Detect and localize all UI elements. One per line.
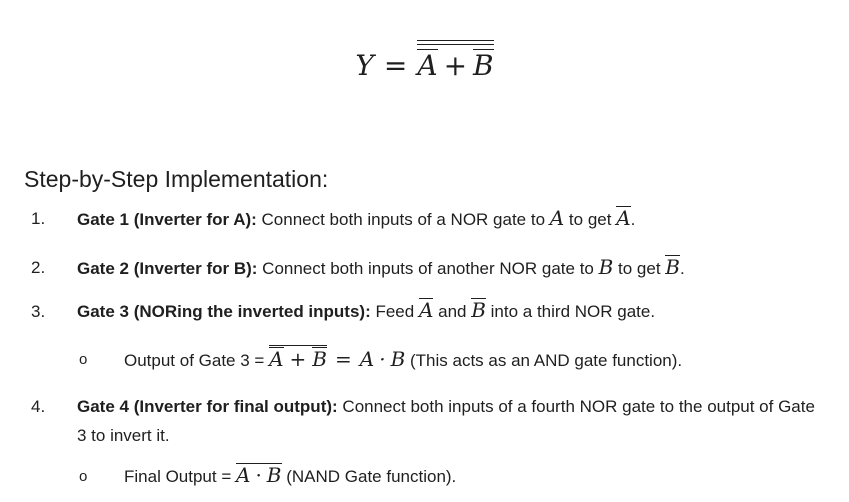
formula-equals: = (383, 49, 408, 82)
step-text: Connect both inputs of another NOR gate … (257, 259, 599, 278)
formula-outer-bar: A+B (417, 40, 494, 82)
dot-sign: · (255, 463, 262, 487)
equals-sign: = (335, 347, 352, 371)
step-text: and (433, 302, 472, 321)
var-b: B (598, 255, 614, 279)
sub-text: (This acts as an AND gate function). (405, 351, 683, 370)
step-number: 4. (31, 397, 46, 416)
step-2: 2. Gate 2 (Inverter for B): Connect both… (31, 253, 685, 283)
main-formula: Y = A+B (0, 40, 849, 82)
step-text: Connect both inputs of a fourth NOR gate… (77, 397, 815, 445)
var-b-bar: B (312, 347, 327, 371)
var-a-bar: A (616, 206, 631, 230)
formula-b: B (473, 49, 494, 82)
step-text: into a third NOR gate. (485, 302, 656, 321)
bullet-circle: o (79, 468, 88, 485)
step-4: 4. Gate 4 (Inverter for final output): C… (31, 392, 817, 450)
formula-a: A (417, 49, 438, 82)
step-text: Connect both inputs of a NOR gate to (256, 210, 550, 229)
var-a: A (359, 347, 375, 371)
var-a: A (549, 206, 565, 230)
var-a-bar: A (418, 298, 434, 322)
sub-text: Output of Gate 3 = (124, 351, 270, 370)
formula-lhs: Y (355, 49, 374, 82)
step-3: 3. Gate 3 (NORing the inverted inputs): … (31, 297, 656, 326)
step-number: 3. (31, 302, 46, 321)
step-text: Feed (370, 302, 419, 321)
step-4-subitem: o Final Output = A·B (NAND Gate function… (79, 462, 457, 491)
step-number: 1. (31, 209, 46, 228)
bullet-circle: o (79, 351, 88, 368)
sub-expr-bar: A·B (235, 463, 282, 487)
step-text: to get (613, 259, 666, 278)
step-title: Gate 1 (Inverter for A): (77, 210, 257, 229)
var-b: B (266, 463, 282, 487)
step-title: Gate 3 (NORing the inverted inputs): (77, 302, 371, 321)
dot-sign: · (379, 347, 386, 371)
step-number: 2. (31, 258, 46, 277)
var-a-bar: A (269, 347, 284, 371)
step-3-subitem: o Output of Gate 3 = A+B=A·B (This acts … (79, 345, 683, 375)
var-b-bar: B (471, 298, 486, 322)
var-b-bar: B (665, 255, 680, 279)
formula-plus: + (443, 49, 468, 82)
sub-text: (NAND Gate function). (281, 467, 457, 486)
section-heading: Step-by-Step Implementation: (24, 166, 329, 192)
var-a: A (235, 463, 251, 487)
step-title: Gate 2 (Inverter for B): (77, 259, 258, 278)
step-text: . (679, 259, 685, 278)
step-text: . (630, 210, 636, 229)
step-title: Gate 4 (Inverter for final output): (77, 397, 338, 416)
formula-a-bar: A (417, 49, 438, 82)
var-b: B (390, 347, 406, 371)
step-text: to get (564, 210, 617, 229)
sub-expr-bar: A+B (269, 345, 327, 370)
step-1: 1. Gate 1 (Inverter for A): Connect both… (31, 204, 636, 234)
plus-sign: + (289, 347, 307, 371)
formula-b-bar: B (473, 49, 494, 80)
sub-text: Final Output = (124, 467, 236, 486)
